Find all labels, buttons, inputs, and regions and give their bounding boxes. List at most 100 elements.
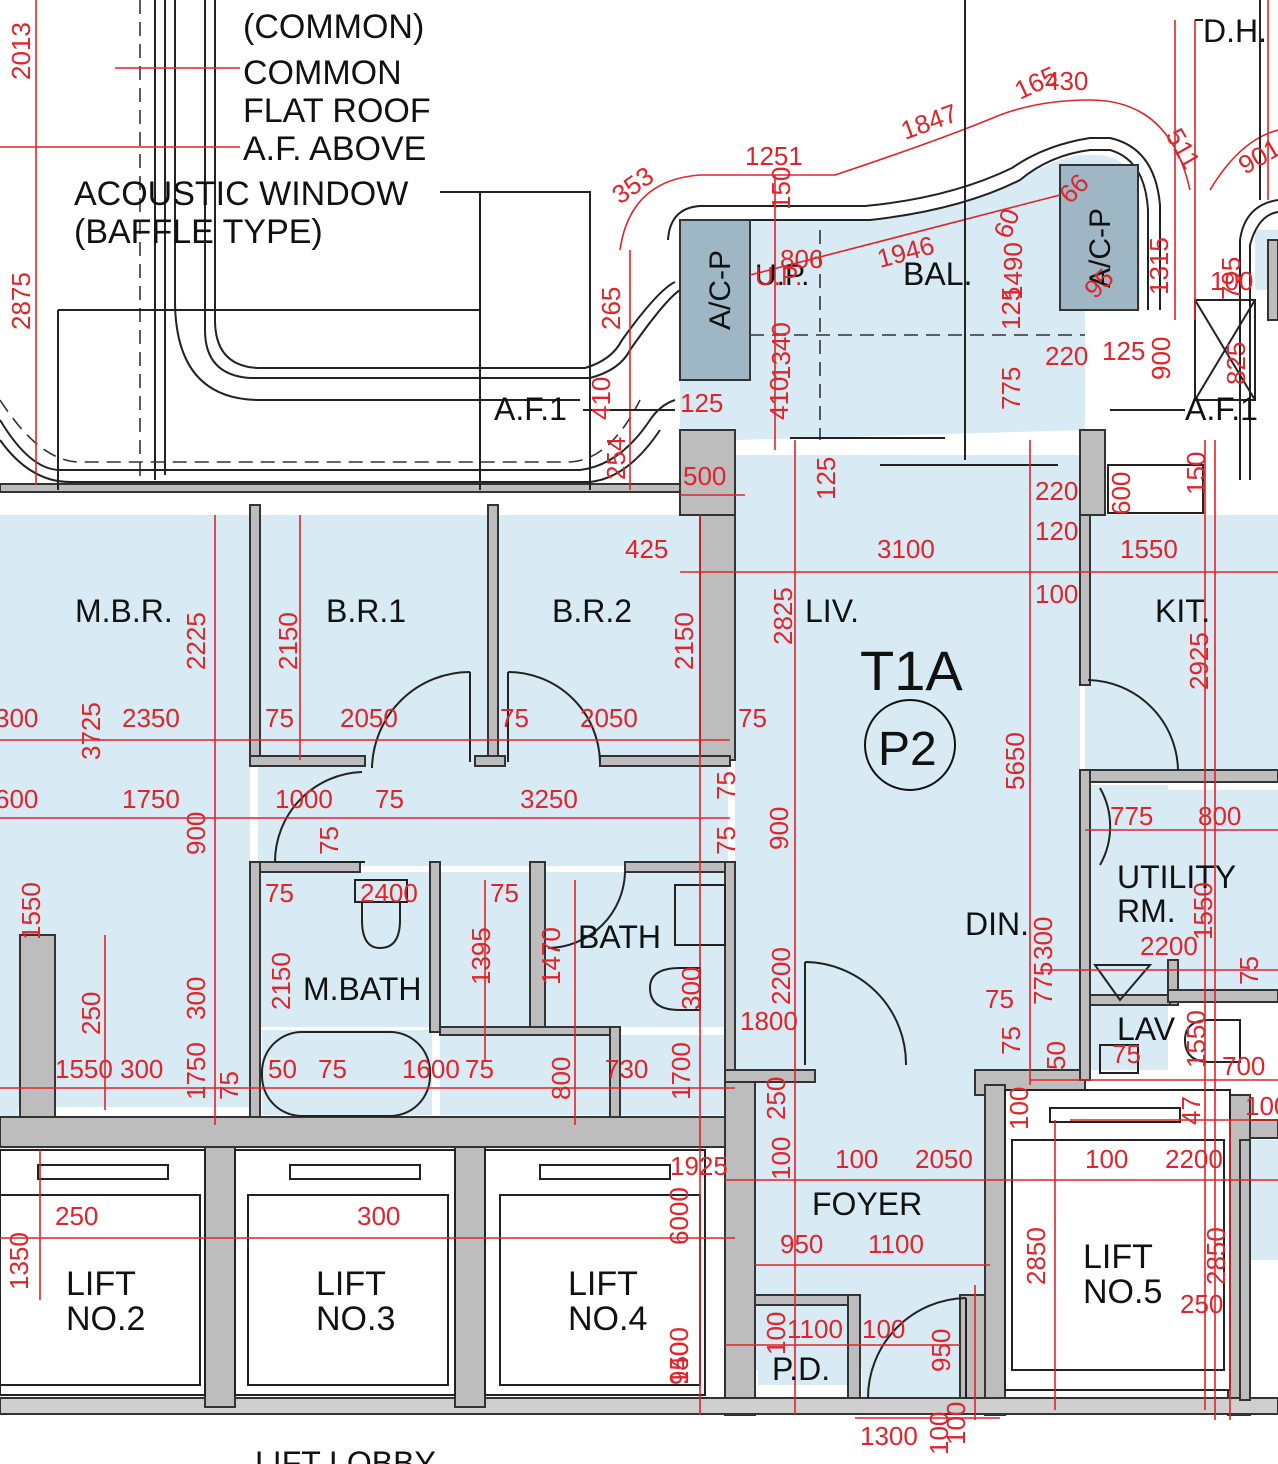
room-label-bath: BATH: [578, 919, 661, 955]
room-labels: M.B.R. B.R.1 B.R.2 LIV. KIT. BAL. U.P. A…: [75, 208, 1236, 1387]
unit-tag-circle: [864, 699, 956, 791]
dimension-label: 75: [265, 703, 294, 733]
dimension-label: 1550: [1120, 534, 1178, 564]
dimension-label: 1400: [664, 1327, 694, 1385]
dimension-label: 806: [780, 244, 823, 274]
lift-cars: [0, 1089, 1231, 1396]
lift-4-label-1: LIFT: [568, 1265, 638, 1303]
room-label-acp-right: A/C-P: [1084, 208, 1117, 288]
dimension-label: 75: [490, 878, 519, 908]
dimension-label: 6000: [664, 1187, 694, 1245]
dimension-label: 2850: [1021, 1227, 1051, 1285]
room-label-utility: UTILITY: [1117, 859, 1236, 895]
dimension-label: 2200: [766, 947, 796, 1005]
dimension-label: 950: [664, 1342, 694, 1385]
dimension-label: 1395: [466, 927, 496, 985]
dimension-label: 795: [1216, 257, 1246, 300]
dimension-label: 47: [1176, 1096, 1206, 1125]
dimension-label: 1925: [670, 1151, 728, 1181]
lift-5-label-2: NO.5: [1083, 1273, 1162, 1311]
dimension-label: 1251: [745, 141, 803, 171]
dimension-label: 1340: [766, 322, 796, 380]
dimension-label: 75: [500, 703, 529, 733]
dimension-label: 2400: [360, 878, 418, 908]
note-af-above: A.F. ABOVE: [243, 130, 426, 168]
room-label-kit: KIT.: [1155, 593, 1210, 629]
room-label-utility-rm: RM.: [1117, 893, 1176, 929]
dimension-label: 75: [214, 1071, 244, 1100]
dimension-label: 100: [862, 1314, 905, 1344]
dimension-label: 125: [811, 457, 841, 500]
dimension-label: 775: [996, 367, 1026, 410]
dimension-label: 100: [1085, 1144, 1128, 1174]
dimension-label: 2150: [266, 952, 296, 1010]
dimension-label: 265: [596, 287, 626, 330]
dimension-label: 3250: [520, 784, 578, 814]
dimension-label: 1750: [181, 1042, 211, 1100]
dimension-label: 430: [1045, 66, 1088, 96]
dimension-label: 3100: [877, 534, 935, 564]
note-flat-roof-2: FLAT ROOF: [243, 92, 431, 130]
dimension-label: 300: [0, 703, 38, 733]
lift-3-label-2: NO.3: [316, 1300, 395, 1338]
dimension-label: 50: [1041, 1041, 1071, 1070]
room-label-foyer: FOYER: [812, 1186, 922, 1222]
dimension-label: 2200: [1165, 1144, 1223, 1174]
dimension-label: 775: [1110, 801, 1153, 831]
note-af1-left: A.F.1: [494, 391, 567, 427]
dimension-label: 75: [1234, 956, 1264, 985]
note-common: (COMMON): [243, 8, 424, 46]
dimension-label: 300: [181, 977, 211, 1020]
dimension-label: 2200: [1140, 931, 1198, 961]
dimension-label: 300: [1028, 917, 1058, 960]
dimension-label: 75: [375, 784, 404, 814]
lift-5-label-1: LIFT: [1083, 1238, 1153, 1276]
dimension-label: 120: [1035, 516, 1078, 546]
dimension-label: 220: [1045, 341, 1088, 371]
dimension-label: 500: [683, 461, 726, 491]
dimension-label: 1800: [740, 1006, 798, 1036]
room-label-br1: B.R.1: [326, 593, 406, 629]
dimension-label: 75: [265, 878, 294, 908]
dimension-label: 254: [601, 437, 631, 480]
dimension-label: 2050: [340, 703, 398, 733]
dimension-label: 100: [1035, 579, 1078, 609]
dimension-label: 300: [357, 1201, 400, 1231]
walls: [0, 164, 1278, 1416]
dimension-label: 1550: [55, 1054, 113, 1084]
dimension-label: 100: [766, 1137, 796, 1180]
dimension-label: 900: [181, 812, 211, 855]
dimension-label: 800: [546, 1057, 576, 1100]
note-lift-lobby: LIFT LOBBY: [255, 1445, 436, 1464]
dimension-label: 100: [924, 1412, 954, 1455]
dimension-label: U.P.: [755, 261, 802, 291]
dimension-label: 600: [1106, 472, 1136, 515]
dimension-label: 900: [764, 807, 794, 850]
dimension-label: 2925: [1184, 632, 1214, 690]
room-label-br2: B.R.2: [552, 593, 632, 629]
dimension-label: 410: [764, 377, 794, 420]
dimension-label: 3725: [76, 702, 106, 760]
dimension-label: 600: [0, 784, 38, 814]
lift-2-label-1: LIFT: [66, 1265, 136, 1303]
dimension-label: 250: [55, 1201, 98, 1231]
note-dh: D.H.: [1203, 13, 1267, 49]
room-label-mbath: M.BATH: [303, 971, 422, 1007]
dimension-label: 250: [1180, 1289, 1223, 1319]
dimension-label: 150: [1181, 452, 1211, 495]
dimension-label: 300: [120, 1054, 163, 1084]
dimension-label: 950: [780, 1229, 823, 1259]
dimension-label: 2050: [580, 703, 638, 733]
dimension-label: 1750: [122, 784, 180, 814]
dimension-label: 125: [1102, 336, 1145, 366]
room-label-din: DIN.: [965, 906, 1029, 942]
dimension-label: 1490: [998, 242, 1028, 300]
dimension-label: 2825: [768, 587, 798, 645]
dimension-label: 300: [676, 967, 706, 1010]
note-af1-right: A.F.1: [1185, 391, 1258, 427]
dimension-label: 1300: [860, 1421, 918, 1451]
dimension-label: 2225: [181, 612, 211, 670]
dimension-label: 125: [680, 388, 723, 418]
dimension-label: 100: [941, 1402, 971, 1445]
unit-tag: P2: [878, 723, 937, 776]
